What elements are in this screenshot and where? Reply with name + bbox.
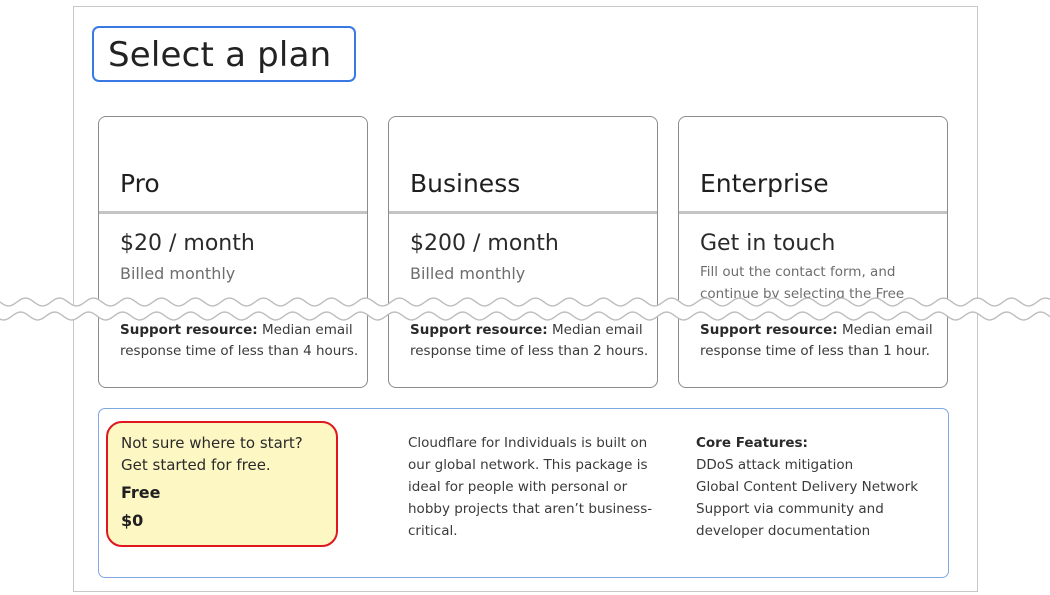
plan-card-pro[interactable]: Pro $20 / month Billed monthly Support r… <box>98 116 368 388</box>
plan-card-enterprise[interactable]: Enterprise Get in touch Fill out the con… <box>678 116 948 388</box>
plan-divider <box>99 211 367 214</box>
plan-name: Business <box>410 169 521 198</box>
plan-support: Support resource: Median email response … <box>410 320 655 362</box>
plan-support: Support resource: Median email response … <box>120 320 365 362</box>
plan-support: Support resource: Median email response … <box>700 320 945 362</box>
plan-billing: Fill out the contact form, and continue … <box>700 264 905 302</box>
free-plan-name: Free <box>121 483 161 502</box>
plan-price: $20 / month <box>120 231 255 256</box>
free-plan-price: $0 <box>121 511 144 530</box>
support-label: Support resource: <box>700 322 838 338</box>
feature-item: Support via community and developer docu… <box>696 501 884 539</box>
features-title: Core Features: <box>696 435 808 451</box>
support-text-2: response time of less than 1 hour. <box>700 343 930 359</box>
support-text-2: response time of less than 2 hours. <box>410 343 649 359</box>
plan-price: Get in touch <box>700 231 836 256</box>
free-plan-features: Core Features: DDoS attack mitigation Gl… <box>696 432 936 542</box>
plan-divider <box>679 211 947 214</box>
feature-item: DDoS attack mitigation <box>696 457 854 473</box>
free-intro-line-1: Not sure where to start? <box>121 434 303 452</box>
plan-name: Pro <box>120 169 160 198</box>
feature-item: Global Content Delivery Network <box>696 479 919 495</box>
plan-billing: Billed monthly <box>120 264 236 283</box>
support-text: Median email <box>257 322 353 338</box>
plan-divider <box>389 211 657 214</box>
free-plan-highlight[interactable]: Not sure where to start? Get started for… <box>106 421 338 547</box>
plan-card-business[interactable]: Business $200 / month Billed monthly Sup… <box>388 116 658 388</box>
support-text: Median email <box>547 322 643 338</box>
page-title: Select a plan <box>92 26 356 82</box>
plan-name: Enterprise <box>700 169 829 198</box>
free-intro-line-2: Get started for free. <box>121 456 271 474</box>
support-label: Support resource: <box>120 322 258 338</box>
plan-billing: Billed monthly <box>410 264 526 283</box>
support-text-2: response time of less than 4 hours. <box>120 343 359 359</box>
free-plan-description: Cloudflare for Individuals is built on o… <box>408 435 653 539</box>
support-label: Support resource: <box>410 322 548 338</box>
support-text: Median email <box>837 322 933 338</box>
plan-price: $200 / month <box>410 231 559 256</box>
